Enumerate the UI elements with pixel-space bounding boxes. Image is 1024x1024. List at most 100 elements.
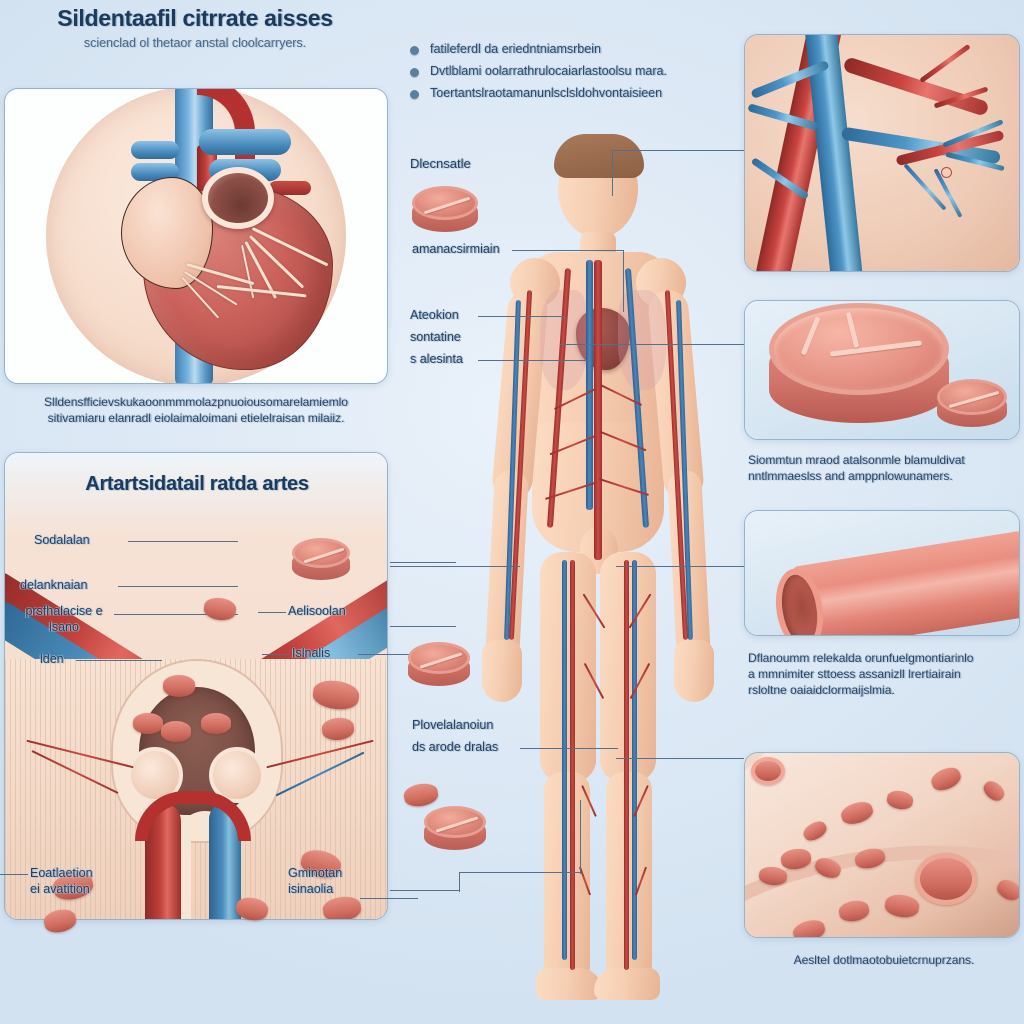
- foot-right: [594, 968, 660, 1000]
- vein-leg-right: [632, 560, 637, 960]
- pill-particle: [163, 675, 195, 697]
- bullet-list: fatileferdl da eriedntniamsrbein Dvtlbla…: [410, 42, 730, 108]
- leader-line: [390, 562, 456, 564]
- pelvic-right-label-1: Aelisoolan: [288, 604, 346, 618]
- page-title: Sildentaafil citrrate aisses: [57, 5, 333, 31]
- figure-label-3-line2: ds arode dralas: [412, 740, 499, 754]
- leader-line: [114, 614, 238, 616]
- heart-organ: [576, 308, 630, 370]
- tablet-score-line: [830, 340, 922, 357]
- bullet-dot-icon: [410, 46, 419, 55]
- leader-line: [358, 654, 418, 656]
- heart-panel-caption: Slldensfficievskukaoonmmmolazpnuoiousoma…: [4, 394, 388, 426]
- pelvic-panel-heading: Artartsidatail ratda artes: [85, 473, 309, 495]
- leader-line: [118, 586, 238, 588]
- page-subtitle: scienclad ol thetaor anstal cloolcarryer…: [83, 36, 307, 51]
- leader-line: [459, 872, 581, 874]
- caption-line: sitivamiaru elanradl eiolaimaloimani eti…: [47, 411, 345, 426]
- pelvic-label-4: lden: [40, 652, 64, 666]
- floating-tablet-3: [402, 781, 440, 809]
- tablet-score-line: [435, 816, 479, 833]
- caption-line: Slldensfficievskukaoonmmmolazpnuoiousoma…: [44, 395, 348, 409]
- bullet-text: fatileferdl da eriedntniamsrbein: [430, 42, 601, 56]
- artery-leg-left: [570, 560, 575, 970]
- label-line: Gminotan: [288, 866, 343, 880]
- bullet-text: Dvtlblami oolarrathrulocaiarlastoolsu ma…: [430, 64, 667, 78]
- pelvic-panel: Artartsidatail ratda artes: [4, 452, 388, 920]
- bullet-text: Toertantslraotamanunlsclsldohvontaisieen: [430, 86, 663, 100]
- leader-line: [360, 898, 418, 900]
- capillary-node: [941, 167, 952, 178]
- flow-panel-caption: Aesltel dotlmaotobuietcrnuprzans.: [793, 953, 975, 967]
- tablet-face: [292, 538, 350, 568]
- floating-tablet-1: [412, 186, 478, 236]
- list-item: Toertantslraotamanunlsclsldohvontaisieen: [410, 86, 730, 101]
- tablet-large: [769, 303, 949, 439]
- tablet-face: [412, 186, 478, 220]
- label-line: isinaolia: [288, 881, 334, 896]
- pelvic-bottom-right-label: Gminotan isinaolia: [288, 866, 388, 897]
- figure-label-2-line1: Ateokion: [410, 308, 459, 322]
- label-line: Eoatlaetion: [30, 866, 93, 880]
- leader-line: [560, 344, 642, 346]
- pill-particle: [161, 721, 191, 742]
- floating-tablet-5: [292, 538, 350, 584]
- leader-line: [76, 660, 162, 662]
- list-item: Dvtlblami oolarrathrulocaiarlastoolsu ma…: [410, 64, 730, 79]
- leader-line: [390, 626, 456, 628]
- tablet-score-line: [845, 311, 860, 349]
- tablet-score-line: [423, 196, 471, 215]
- leader-line: [390, 890, 460, 892]
- pulmonary-branch-left: [131, 141, 179, 159]
- leader-line: [616, 758, 744, 760]
- artery-leg-right: [624, 560, 629, 970]
- heart-illustration: [5, 89, 387, 383]
- tablet-panel-caption: Siommtun mraod atalsonmle blamuldivat nn…: [748, 452, 1020, 484]
- pulmonary-branch-left-2: [131, 163, 179, 181]
- tablet-illustration: [745, 301, 1019, 439]
- vena-cava-trunk: [586, 260, 593, 510]
- pelvic-label-1: Sodalalan: [34, 533, 90, 547]
- caption-line: rsloltne oaiaidclormaijslmia.: [748, 683, 895, 698]
- tablet-face: [424, 806, 486, 838]
- bullet-dot-icon: [410, 68, 419, 77]
- bloodstream-flow-panel: [744, 752, 1020, 938]
- floating-tablet-4: [424, 806, 486, 854]
- figure-label-3-line1: Plovelalanoiun: [412, 718, 494, 732]
- coronary-artery-trunk: [269, 181, 311, 195]
- pelvic-right-label-2: Islnalis: [292, 646, 331, 660]
- leader-line: [262, 654, 290, 656]
- tablet-face: [408, 642, 470, 674]
- heart-atrium: [121, 177, 213, 289]
- tablet-small: [937, 379, 1007, 431]
- tablet-score-line: [303, 547, 345, 564]
- leader-line: [520, 748, 618, 750]
- heart-valve-opening: [202, 167, 274, 229]
- pill-particle-large: [915, 853, 977, 905]
- bloodstream-illustration: [745, 753, 1019, 937]
- pill-particle: [751, 757, 785, 785]
- leader-line: [640, 344, 744, 346]
- human-body-figure: [448, 134, 748, 1000]
- pelvic-bottom-left-label: Eoatlaetion ei avatition: [30, 866, 140, 897]
- vessel-branching-panel: [744, 34, 1020, 272]
- vein-leg-left: [562, 560, 567, 960]
- caption-line: Dflanoumm relekalda orunfuelgmontiarinlo: [748, 651, 974, 665]
- aorta-trunk: [594, 260, 602, 560]
- leader-line: [478, 360, 590, 362]
- leader-line: [478, 316, 566, 318]
- dose-label-title: Dlecnsatle: [410, 156, 471, 171]
- leader-line: [616, 566, 744, 568]
- tablet-score-line: [948, 390, 1000, 409]
- leader-line: [612, 150, 744, 152]
- figure-label-2-line3: s alesinta: [410, 352, 463, 366]
- dilated-vessel-illustration: [745, 511, 1019, 635]
- bullet-dot-icon: [410, 90, 419, 99]
- pelvic-label-3: prsfhalacise e lsano: [25, 604, 103, 634]
- panel-background: [745, 753, 1019, 937]
- lung-right: [618, 290, 666, 390]
- tablet-face: [769, 303, 949, 395]
- leader-line: [390, 566, 520, 568]
- tube-panel-caption: Dflanoumm relekalda orunfuelgmontiarinlo…: [748, 650, 1020, 699]
- figure-label-1: amanacsirmiain: [412, 242, 500, 256]
